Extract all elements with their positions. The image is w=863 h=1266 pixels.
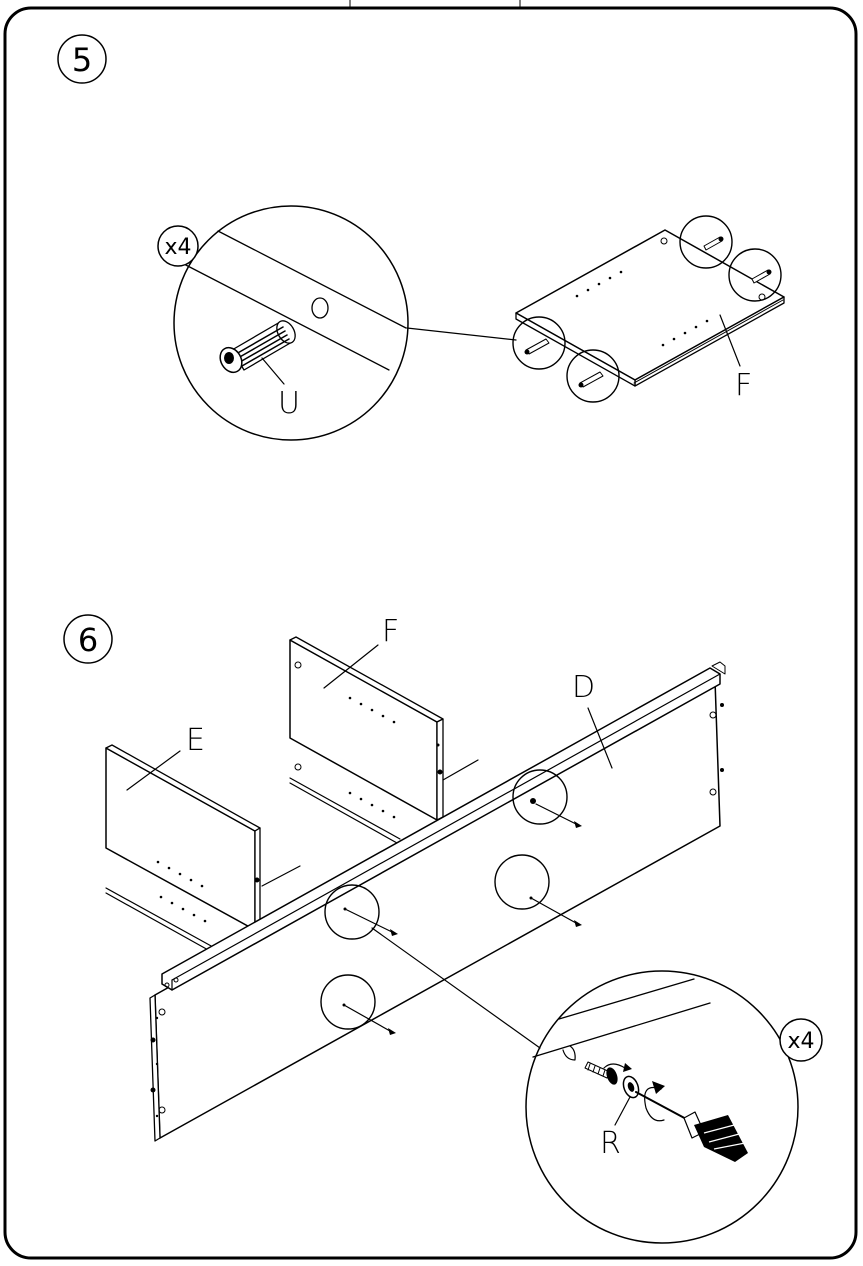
- floor-line: [442, 759, 479, 781]
- step-6: 6 E: [63, 614, 823, 1244]
- page-frame: [3, 6, 858, 1260]
- rotation-arrow-icon: [603, 1063, 626, 1069]
- cam-fitting-icon: [622, 1075, 640, 1099]
- floor-line: [261, 865, 301, 887]
- part-label-dowel: U: [278, 386, 300, 421]
- screw-position-markers: [320, 769, 582, 1035]
- wooden-dowel-icon: [219, 320, 296, 374]
- quantity-badge: [157, 225, 199, 267]
- step-number-circle: [63, 614, 113, 664]
- part-label-panel: F: [735, 368, 752, 403]
- panel-f-side: F: [289, 614, 444, 844]
- panel-e-side: E: [105, 723, 261, 952]
- step-number: 5: [72, 41, 92, 79]
- rotation-arrow-icon: [644, 1086, 665, 1122]
- quantity-label: x4: [787, 1029, 814, 1054]
- part-label-cam: R: [600, 1126, 621, 1161]
- step-5: 5 U x4: [57, 34, 785, 441]
- shelf-pin-holes: [575, 270, 709, 347]
- quantity-badge: [779, 1018, 823, 1062]
- dowel-detail-callout: U: [173, 205, 409, 441]
- quantity-label: x4: [164, 235, 191, 260]
- panel-f-flat: F: [512, 215, 785, 403]
- step-number: 6: [78, 621, 98, 659]
- part-label-side-right: F: [382, 614, 399, 649]
- detail-leader-line: [406, 327, 517, 341]
- dowel-position-markers: [512, 215, 782, 403]
- part-label-back: D: [572, 670, 595, 705]
- screw-icon: [584, 1061, 618, 1085]
- detail-leader-line: [371, 927, 541, 1049]
- panel-d-back: D: [149, 661, 726, 1142]
- step-number-circle: [57, 34, 107, 84]
- part-label-side-left: E: [186, 723, 205, 758]
- screwdriver-icon: [635, 1091, 748, 1162]
- cam-lock-detail-callout: R: [525, 970, 799, 1244]
